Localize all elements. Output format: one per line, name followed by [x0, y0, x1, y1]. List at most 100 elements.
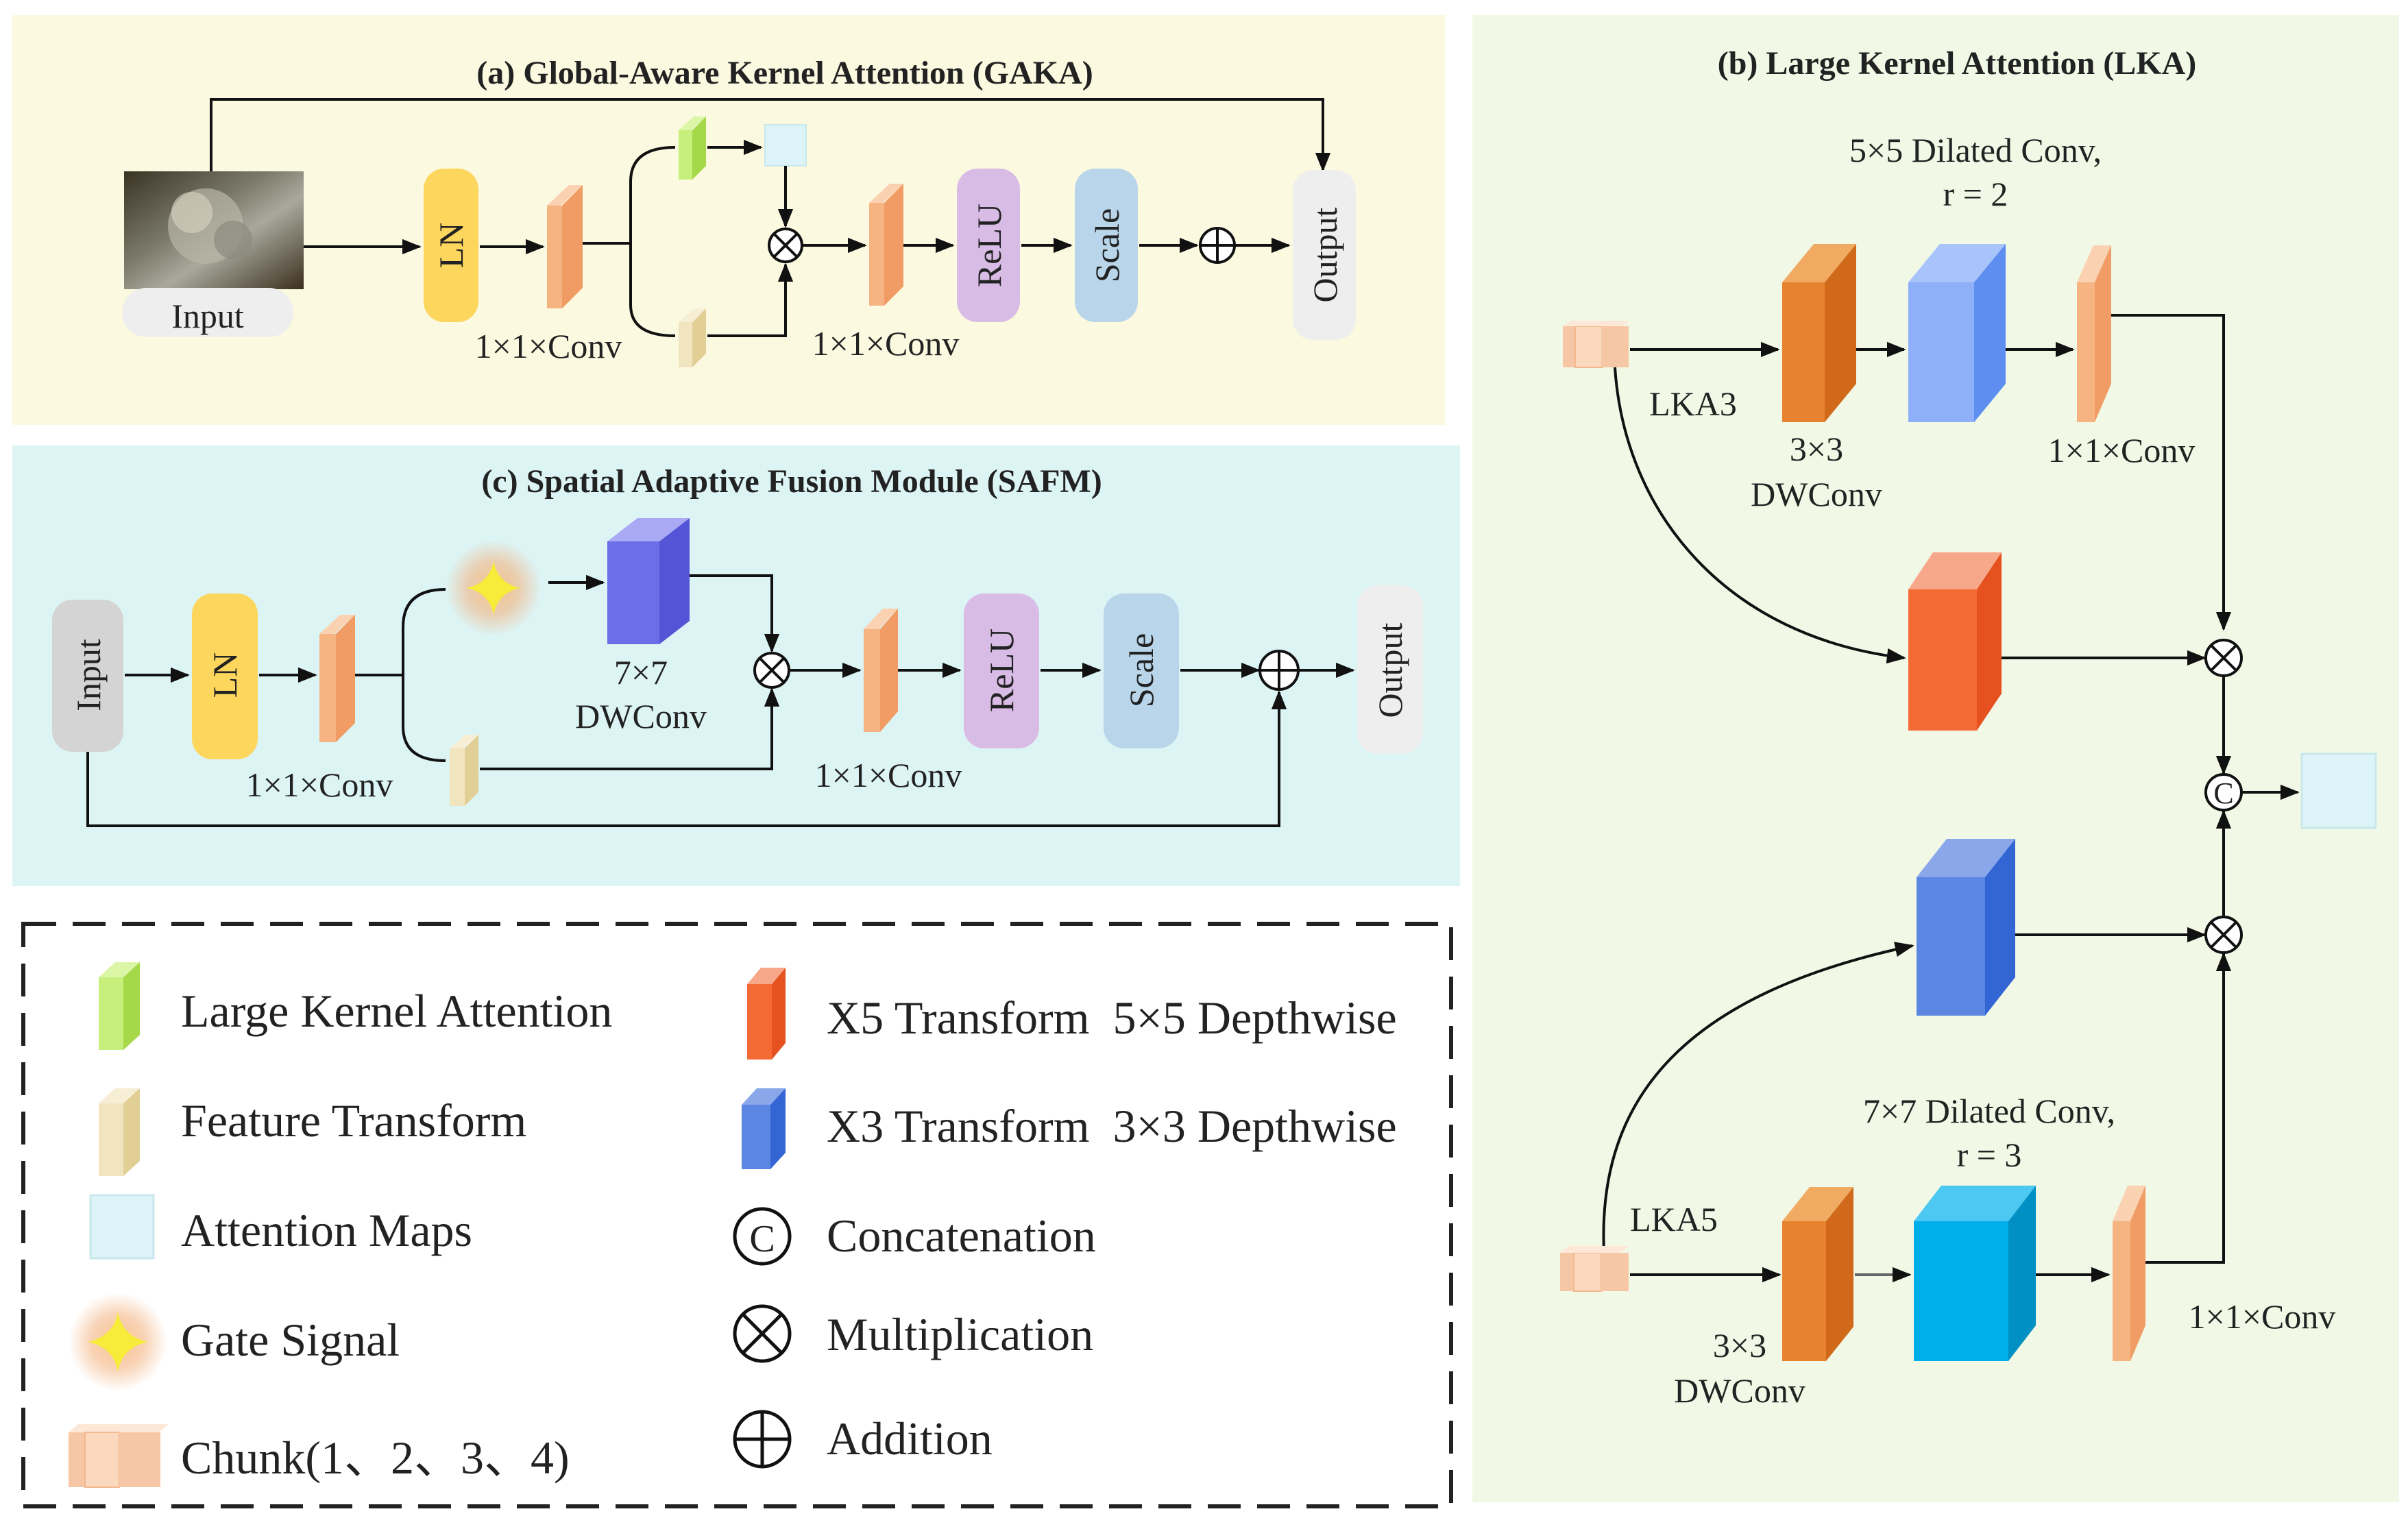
lka3-chunk [1563, 321, 1630, 368]
safm-scale-label: Scale [1122, 633, 1160, 707]
safm-conv1-block [319, 615, 355, 742]
safm-input-label: Input [69, 639, 108, 711]
legend-label-1: Feature Transform [181, 1094, 526, 1147]
input-label-box [122, 288, 293, 337]
arrow-feature-mult-safm [480, 687, 780, 770]
lka3-label: LKA3 [1649, 384, 1737, 423]
attention-maps-icon [89, 1194, 155, 1260]
input-image [124, 171, 304, 289]
gaka-lka-block [679, 117, 706, 180]
gaka-ln-block [424, 169, 478, 322]
arrow-dw7-mult [690, 574, 780, 653]
lka-multiply-bottom-op [2204, 916, 2243, 954]
legend-label-7: Concatenation [827, 1210, 1096, 1262]
gaka-input-label: Input [171, 297, 244, 335]
lka-dw3-bottom-block [1782, 1187, 1853, 1361]
multiplication-icon [733, 1304, 792, 1363]
gaka-output-label: Output [1306, 207, 1344, 302]
safm-ln-block [192, 593, 258, 759]
safm-split-lines [355, 588, 446, 762]
legend-box [21, 922, 1453, 1508]
gaka-feature-transform [679, 308, 706, 367]
lka-dw3-bottom-label-2: DWConv [1674, 1371, 1805, 1410]
gaka-skip-connection [210, 98, 1331, 172]
legend-label-9: Addition [827, 1412, 993, 1465]
safm-scale-block [1104, 593, 1179, 748]
safm-dw7-label-1: 7×7 [614, 653, 668, 691]
large-kernel-attention-icon [99, 962, 140, 1050]
arrow-lka5-x3 [1602, 942, 1914, 1252]
lka-dilated5-block [1908, 244, 2006, 422]
gaka-relu-label: ReLU [970, 204, 1008, 287]
x5-transform-icon [747, 968, 786, 1060]
svg-text:C: C [749, 1218, 775, 1260]
addition-icon [733, 1410, 792, 1469]
lka-conv-bottom-label: 1×1×Conv [2189, 1297, 2336, 1336]
gaka-split-lines [583, 146, 676, 337]
safm-title: (c) Spatial Adaptive Fusion Module (SAFM… [481, 463, 1102, 500]
gaka-add-op [1199, 227, 1236, 264]
lka-conv-top-label: 1×1×Conv [2048, 431, 2196, 469]
lka-concat-symbol: C [2213, 776, 2233, 810]
lka-dil5-label-2: r = 2 [1943, 175, 2008, 213]
safm-dw7-label-2: DWConv [575, 697, 707, 735]
lka-conv-top-block [2077, 245, 2111, 422]
safm-conv2-label: 1×1×Conv [815, 756, 962, 794]
lka5-chunk [1560, 1246, 1629, 1292]
safm-conv2-block [864, 609, 898, 732]
gaka-relu-block [957, 169, 1020, 322]
lka-concat-op: C [2204, 773, 2243, 811]
lka-dil7-label-1: 7×7 Dilated Conv, [1863, 1092, 2115, 1130]
chunk-icon [69, 1424, 169, 1488]
lka-dw3-bottom-label-1: 3×3 [1713, 1326, 1766, 1364]
arrow-feature-mult [707, 262, 794, 337]
safm-residual-connection [86, 690, 1287, 827]
gaka-conv1-block [547, 185, 583, 308]
safm-conv1-label: 1×1×Conv [246, 766, 393, 804]
lka-dw3-top-label-2: DWConv [1751, 475, 1882, 513]
safm-output-label: Output [1371, 622, 1409, 718]
safm-feature-transform [450, 735, 478, 806]
legend-label-0: Large Kernel Attention [181, 985, 612, 1037]
legend-label-2: Attention Maps [181, 1204, 472, 1256]
gaka-multiply-op [768, 228, 803, 263]
lka-conv-bottom-block [2113, 1186, 2145, 1361]
safm-relu-block [964, 593, 1039, 748]
gaka-ln-label: LN [432, 223, 470, 269]
lka-x5-block [1908, 552, 2002, 731]
lka-x3-block [1917, 839, 2015, 1016]
legend-label-3: Gate Signal [181, 1314, 400, 1366]
lka-dw3-top-label-1: 3×3 [1790, 430, 1843, 468]
feature-transform-icon [99, 1088, 140, 1176]
lka-dw3-top-block [1782, 244, 1856, 422]
lka-attention-map [2300, 752, 2377, 829]
safm-ln-label: LN [206, 652, 244, 698]
concatenation-icon: C [733, 1207, 792, 1266]
legend-label-4: Chunk(1、2、3、4) [181, 1432, 570, 1484]
gaka-scale-block [1075, 169, 1138, 322]
gaka-conv2-block [869, 184, 903, 306]
lka-title: (b) Large Kernel Attention (LKA) [1718, 45, 2197, 82]
safm-multiply-op [753, 652, 790, 689]
gaka-scale-label: Scale [1088, 208, 1126, 282]
gate-signal-icon [69, 1293, 167, 1391]
gaka-conv2-label: 1×1×Conv [812, 324, 960, 363]
safm-input-block [52, 600, 123, 752]
lka-multiply-top-op [2204, 639, 2243, 677]
gaka-conv1-label: 1×1×Conv [475, 327, 622, 365]
legend-label-6: X3 Transform 3×3 Depthwise [827, 1100, 1397, 1152]
safm-output-block [1357, 585, 1423, 754]
safm-add-op [1258, 650, 1300, 691]
gaka-output-block [1293, 170, 1356, 340]
gaka-attention-map [764, 124, 807, 167]
x3-transform-icon [742, 1088, 786, 1169]
arrow-conv-bottom-mult [2145, 952, 2232, 1264]
lka5-label: LKA5 [1630, 1200, 1718, 1238]
safm-relu-label: ReLU [982, 628, 1021, 712]
safm-dw7-block [607, 518, 690, 644]
arrow-conv-top-mult [2111, 314, 2232, 631]
gaka-title: (a) Global-Aware Kernel Attention (GAKA) [476, 55, 1093, 91]
safm-gate-signal [446, 540, 542, 636]
lka-dil5-label-1: 5×5 Dilated Conv, [1849, 131, 2102, 169]
